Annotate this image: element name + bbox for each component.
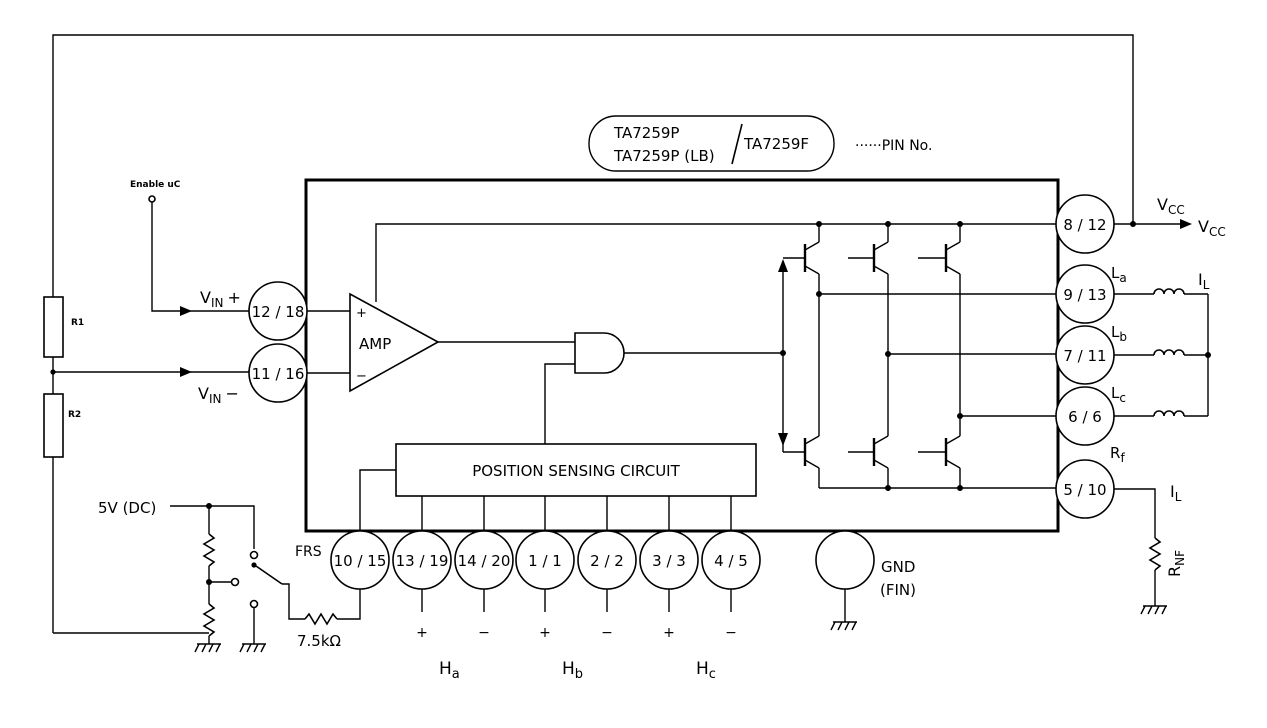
switch-lever bbox=[255, 565, 283, 585]
r1-resistor bbox=[43, 296, 64, 358]
rnf-label: RNF bbox=[1165, 550, 1187, 577]
pin-rf-label: 5 / 10 bbox=[1063, 481, 1106, 499]
drive-arrow-up bbox=[778, 259, 788, 272]
pin-lc-label: 6 / 6 bbox=[1068, 408, 1102, 426]
pin-hb-plus-label: 1 / 1 bbox=[528, 552, 562, 570]
rnf-wire-top bbox=[1114, 488, 1156, 538]
pin-ha-plus-label: 13 / 19 bbox=[396, 552, 449, 570]
lc-label: Lc bbox=[1111, 384, 1126, 405]
vcc-node bbox=[1130, 221, 1136, 227]
pin-hc-minus-label: 4 / 5 bbox=[714, 552, 748, 570]
pin-frs-label: 10 / 15 bbox=[334, 552, 387, 570]
gnd-ground bbox=[830, 621, 857, 631]
ha-plus-sign: + bbox=[416, 625, 428, 641]
switch-contact-mid bbox=[230, 577, 240, 587]
switch-contact-bottom bbox=[249, 599, 259, 609]
position-sensing-label: POSITION SENSING CIRCUIT bbox=[472, 462, 680, 480]
hb-minus-sign: − bbox=[601, 625, 613, 641]
pin-ha-minus-label: 14 / 20 bbox=[458, 552, 511, 570]
vin-minus-label: VIN− bbox=[198, 384, 239, 406]
hc-minus-sign: − bbox=[725, 625, 737, 641]
pin-vin-minus-label: 11 / 16 bbox=[252, 365, 305, 383]
enable-label: Enable uC bbox=[130, 180, 181, 190]
hc-plus-sign: + bbox=[663, 625, 675, 641]
switch-contact-top bbox=[249, 550, 259, 560]
hb-plus-sign: + bbox=[539, 625, 551, 641]
vcc-output-arrow bbox=[1180, 219, 1192, 229]
rnf-resistor bbox=[1148, 537, 1162, 571]
pin-hb-minus-label: 2 / 2 bbox=[590, 552, 624, 570]
pin-lb-label: 7 / 11 bbox=[1063, 347, 1106, 365]
pin-vin-plus-label: 12 / 18 bbox=[252, 303, 305, 321]
r2-resistor bbox=[43, 393, 64, 458]
enable-wire bbox=[151, 202, 183, 312]
part-number-tA7259p: TA7259P bbox=[613, 124, 679, 142]
motor-coils bbox=[1114, 288, 1211, 417]
amp-plus-sign: + bbox=[356, 306, 367, 321]
supply-wire bbox=[170, 505, 255, 549]
frs-resistor bbox=[304, 612, 338, 626]
frs-wire bbox=[359, 469, 396, 537]
ha-label: Ha bbox=[439, 659, 460, 682]
resistor-label: 7.5kΩ bbox=[297, 632, 341, 650]
hb-label: Hb bbox=[562, 659, 583, 682]
pin-note: ······PIN No. bbox=[855, 138, 932, 154]
hc-label: Hc bbox=[696, 659, 716, 682]
and-gate bbox=[574, 332, 625, 374]
rnf-ground bbox=[1140, 605, 1167, 615]
gnd-label: GND bbox=[881, 558, 915, 576]
la-label: La bbox=[1111, 264, 1127, 285]
drive-arrow-down bbox=[778, 433, 788, 446]
amp-triangle bbox=[349, 292, 440, 393]
enable-arrow bbox=[180, 306, 192, 316]
supply-label: 5V (DC) bbox=[98, 499, 156, 517]
ha-minus-sign: − bbox=[478, 625, 490, 641]
part-number-tA7259f: TA7259F bbox=[743, 135, 809, 153]
ic-body bbox=[304, 178, 1060, 533]
amp-label: AMP bbox=[359, 335, 391, 353]
vin-plus-label: VIN+ bbox=[200, 288, 241, 310]
vcc-rail bbox=[375, 223, 1058, 302]
part-number-box bbox=[588, 115, 835, 172]
lb-label: Lb bbox=[1111, 323, 1127, 344]
div-ground bbox=[194, 643, 221, 653]
r2-label: R2 bbox=[68, 410, 81, 420]
frs-resistor-wire bbox=[337, 589, 361, 620]
amp-minus-sign: − bbox=[356, 369, 367, 384]
vcc-output-label: VCC bbox=[1198, 217, 1226, 239]
switch-ground bbox=[239, 643, 266, 653]
vcc-top-label: VCC bbox=[1157, 195, 1185, 217]
r1-label: R1 bbox=[71, 318, 84, 328]
div-resistor-top bbox=[202, 533, 216, 567]
pin-hc-plus-label: 3 / 3 bbox=[652, 552, 686, 570]
transistor-bridge bbox=[783, 221, 1058, 491]
il-top-label: IL bbox=[1198, 270, 1210, 292]
div-resistor-bottom bbox=[202, 603, 216, 637]
switch-output-wire bbox=[282, 583, 305, 620]
enable-terminal bbox=[148, 195, 156, 203]
and-input-wire bbox=[544, 363, 575, 444]
fin-label: (FIN) bbox=[880, 581, 916, 599]
part-number-slash bbox=[731, 123, 743, 165]
switch-pivot bbox=[251, 562, 257, 568]
pin-vcc-label: 8 / 12 bbox=[1063, 216, 1106, 234]
rf-label: Rf bbox=[1110, 444, 1125, 465]
frs-label: FRS bbox=[295, 544, 322, 560]
pin-la-label: 9 / 13 bbox=[1063, 286, 1106, 304]
vin-minus-arrow bbox=[180, 367, 192, 377]
il-bottom-label: IL bbox=[1170, 482, 1182, 504]
part-number-tA7259p-lb: TA7259P (LB) bbox=[613, 147, 715, 165]
pin-gnd bbox=[815, 530, 875, 590]
